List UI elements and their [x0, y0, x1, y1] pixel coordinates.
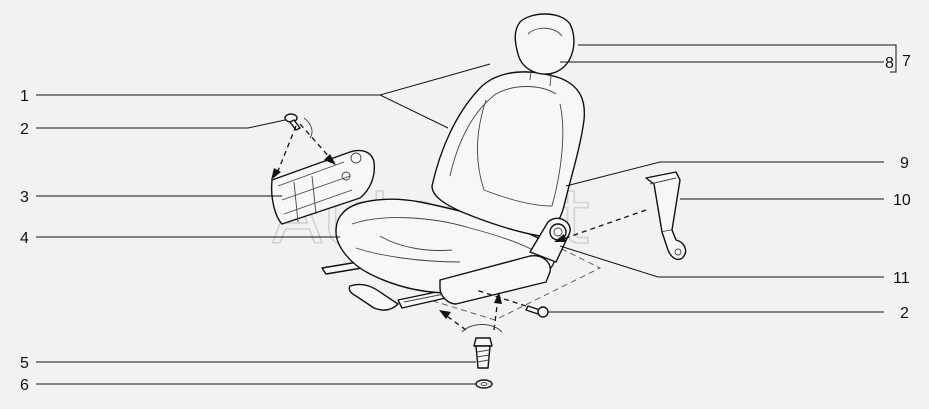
- seat-belt-buckle: [645, 171, 687, 261]
- leader-lines: [36, 44, 897, 385]
- bolt: [473, 337, 493, 369]
- side-shield: [439, 217, 571, 305]
- callout-4: 4: [20, 230, 29, 247]
- screw-left: [284, 113, 301, 131]
- callout-10: 10: [893, 192, 911, 209]
- assembly-arrows: [271, 117, 647, 333]
- mechanism-cover: [270, 149, 376, 225]
- callout-5: 5: [20, 355, 29, 372]
- callout-2-right: 2: [900, 305, 909, 322]
- washer: [475, 379, 493, 389]
- screw-right: [525, 305, 549, 318]
- callout-3: 3: [20, 189, 29, 206]
- seat-rails: [321, 261, 451, 311]
- callout-labels: 1 2 3 4 5 6 7 8 9 10 11 2: [20, 53, 911, 394]
- callout-11: 11: [893, 270, 910, 287]
- callout-9: 9: [900, 155, 909, 172]
- callout-8: 8: [885, 55, 894, 72]
- callout-2-left: 2: [20, 121, 29, 138]
- callout-1: 1: [20, 88, 29, 105]
- seat-back: [431, 71, 586, 237]
- callout-6: 6: [20, 377, 29, 394]
- headrest: [514, 13, 575, 87]
- callout-7: 7: [902, 53, 911, 70]
